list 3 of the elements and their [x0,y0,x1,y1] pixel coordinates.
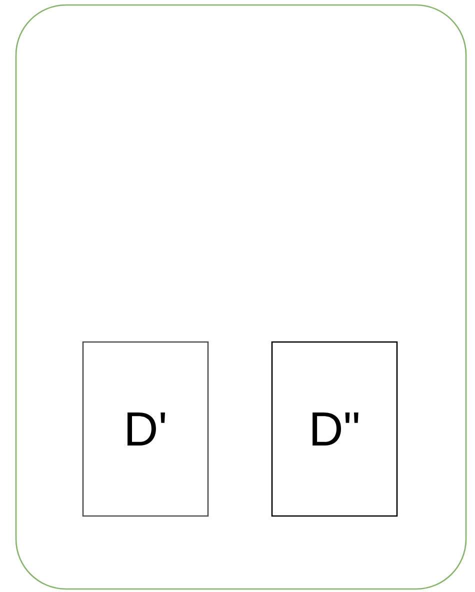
container-box [15,4,467,590]
text-box: D' [82,341,209,517]
text-box: D" [271,341,398,517]
